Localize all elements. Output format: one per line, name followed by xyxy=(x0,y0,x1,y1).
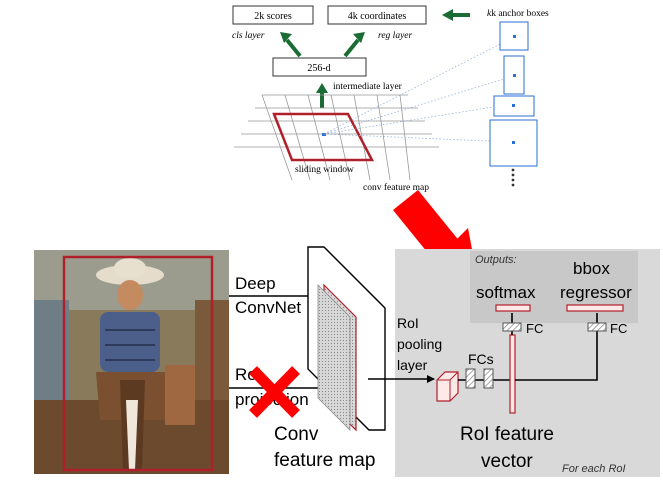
fc-softmax-block xyxy=(502,322,522,332)
fc-block-2 xyxy=(483,368,494,389)
arrow-to-intermediate-head-icon xyxy=(316,83,328,93)
conv-feature-map-grid xyxy=(234,94,439,181)
bbox-output xyxy=(566,304,624,312)
conv-line2: feature map xyxy=(274,450,375,471)
roi-pooling-line1: RoI xyxy=(397,315,419,331)
ellipsis-dots-icon xyxy=(511,168,515,187)
anchor-boxes-label: kk anchor boxes xyxy=(487,9,549,19)
scores-label: 2k scores xyxy=(254,11,292,22)
softmax-output xyxy=(495,304,531,312)
fc-bbox-block xyxy=(587,322,607,332)
bbox-label-line2: regressor xyxy=(560,283,632,302)
roi-feature-vector xyxy=(509,334,516,414)
scores-box xyxy=(232,5,314,25)
rpn-section: 2k scores 4k coordinates cls layer reg l… xyxy=(232,5,549,193)
for-each-roi-label: For each RoI xyxy=(562,463,626,475)
anchor-arrow-head-icon xyxy=(442,9,453,21)
fast-rcnn-section: Deep ConvNet RoI projection Conv feature… xyxy=(34,246,660,477)
roi-pooling-line2: pooling xyxy=(397,336,442,352)
intermediate-box-label: 256-d xyxy=(307,63,330,74)
deep-convnet-line1: Deep xyxy=(235,274,276,293)
anchor-center-2 xyxy=(513,74,516,77)
conv-line1: Conv xyxy=(274,424,319,445)
arrow-to-cls-head-icon xyxy=(280,32,292,43)
intermediate-layer-label: intermediate layer xyxy=(333,82,403,92)
sliding-window xyxy=(272,112,375,162)
roi-vector-line2: vector xyxy=(481,451,533,472)
cls-layer-label: cls layer xyxy=(232,31,265,41)
bbox-label-line1: bbox xyxy=(573,259,610,278)
conv-feature-map-block xyxy=(307,246,386,432)
coords-box xyxy=(327,5,427,25)
outputs-label: Outputs: xyxy=(475,254,517,266)
reg-layer-label: reg layer xyxy=(378,31,413,41)
fc-softmax-label: FC xyxy=(526,321,543,336)
fc-bbox-label: FC xyxy=(610,321,627,336)
arrow-to-reg-icon xyxy=(343,38,360,58)
conv-feature-map-label: conv feature map xyxy=(363,182,429,193)
coords-label: 4k coordinates xyxy=(348,11,407,22)
anchor-center-3 xyxy=(512,104,515,107)
roi-box xyxy=(62,255,214,472)
anchor-center-1 xyxy=(513,35,516,38)
vector-to-bbox-line xyxy=(515,335,598,381)
roi-vector-line1: RoI feature xyxy=(460,424,554,445)
anchor-projection-lines xyxy=(323,36,515,143)
arrow-to-cls-icon xyxy=(285,38,302,58)
intermediate-box xyxy=(272,57,367,77)
sliding-window-label: sliding window xyxy=(295,165,354,175)
fc-block-1 xyxy=(465,368,476,389)
sliding-window-center xyxy=(322,133,326,136)
fcs-label: FCs xyxy=(468,351,494,367)
arrow-to-reg-head-icon xyxy=(353,32,365,43)
roi-pool-block xyxy=(436,371,459,402)
roi-pooling-line3: layer xyxy=(397,357,428,373)
red-x-icon xyxy=(249,366,300,418)
softmax-label: softmax xyxy=(476,283,536,302)
anchor-center-4 xyxy=(512,141,515,144)
deep-convnet-line2: ConvNet xyxy=(235,298,301,317)
